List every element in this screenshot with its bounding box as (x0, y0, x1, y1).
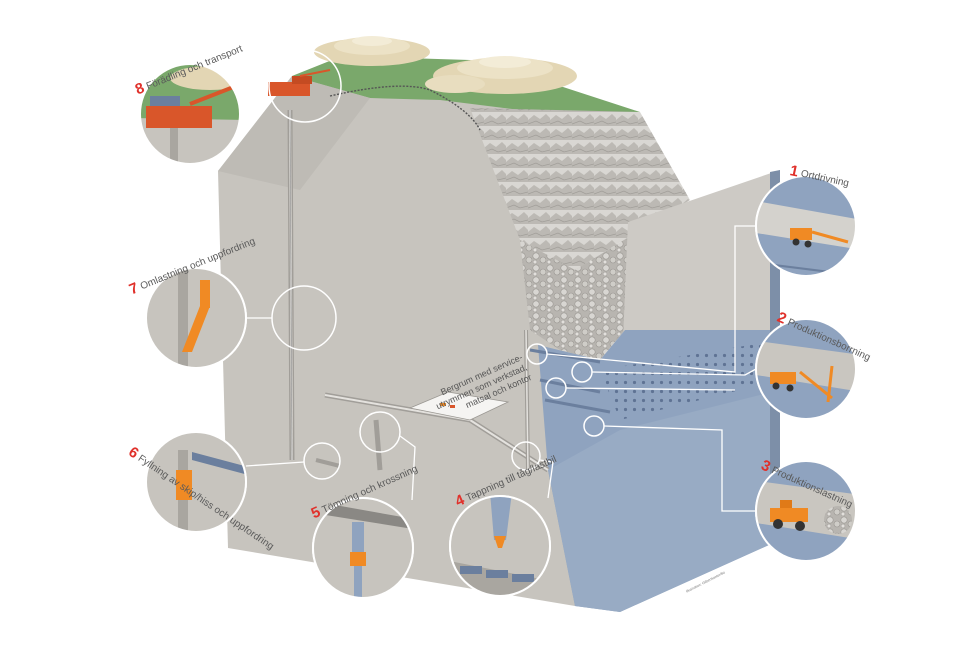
rock-block (218, 56, 780, 612)
callout-4-tappning (449, 495, 551, 597)
callout-7-omlastning (145, 267, 247, 369)
step-1-number: 1 (788, 162, 800, 181)
callout-3-produktionslastning (755, 460, 857, 562)
service-hall (408, 391, 510, 421)
surface-plant (268, 69, 331, 96)
callout-1-ortdrivning (755, 175, 857, 277)
surface-dunes (314, 36, 577, 94)
surface-railway (329, 85, 481, 131)
callout-5-tomning (312, 497, 414, 599)
callout-lines (245, 225, 757, 512)
callout-2-produktionsborrning (755, 318, 857, 420)
callout-8-foradling (139, 63, 241, 165)
callout-6-fyllning (145, 431, 247, 533)
